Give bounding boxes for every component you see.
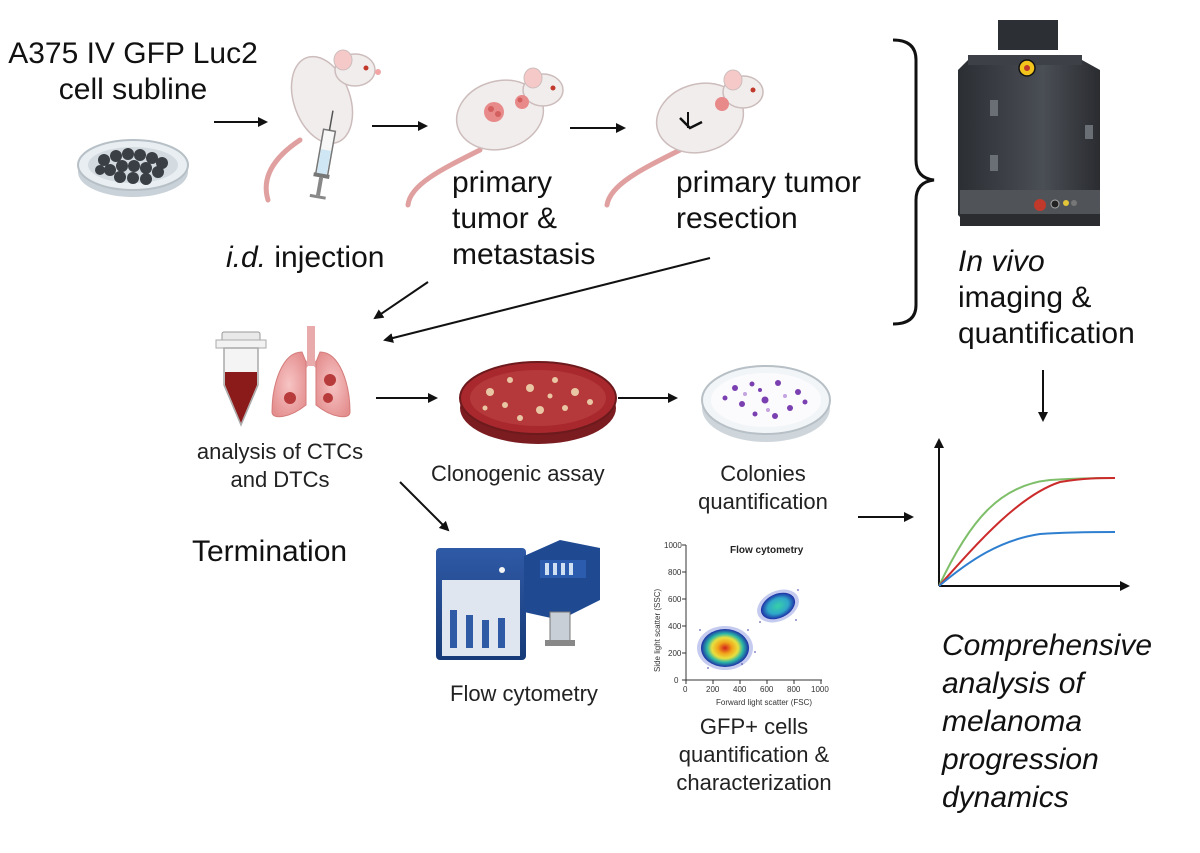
- xtick-label: 600: [760, 685, 774, 694]
- right-brace: [892, 38, 935, 326]
- cell-line-label: A375 IV GFP Luc2 cell subline: [2, 36, 264, 108]
- xtick-label: 800: [787, 685, 801, 694]
- flow-cytometry-plot: [682, 544, 822, 684]
- cell-line-line2: cell subline: [58, 73, 208, 106]
- colonies-line1: Colonies: [720, 461, 806, 486]
- lungs-icon: [271, 326, 351, 418]
- flow-plot-title: Flow cytometry: [730, 545, 804, 556]
- primary-tumor-label: primary tumor & metastasis: [452, 165, 595, 273]
- ytick-label: 0: [674, 676, 679, 685]
- injection-text: injection: [266, 241, 385, 274]
- ytick-label: 1000: [664, 541, 682, 550]
- resection-label: primary tumor resection: [676, 165, 861, 237]
- resection-line2: resection: [676, 202, 798, 235]
- injection-route: i.d.: [226, 241, 267, 274]
- comp-line2: analysis of: [942, 667, 1084, 700]
- clonogenic-plate-icon: [459, 361, 617, 444]
- invivo-line2: imaging &: [958, 281, 1092, 314]
- cell-line-line1: A375 IV GFP Luc2: [8, 37, 258, 70]
- xtick-label: 1000: [811, 685, 829, 694]
- primary-line2: tumor &: [452, 202, 558, 235]
- gfp-line2: quantification &: [678, 742, 830, 767]
- comp-line5: dynamics: [942, 781, 1069, 814]
- ytick-label: 600: [668, 595, 682, 604]
- ivis-imager-icon: [958, 20, 1100, 226]
- resection-line1: primary tumor: [676, 166, 862, 199]
- ctc-line1: analysis of CTCs: [196, 439, 364, 464]
- gfp-line1: GFP+ cells: [699, 714, 809, 739]
- progression-curves-chart: [934, 438, 1130, 591]
- clonogenic-label: Clonogenic assay: [431, 461, 605, 486]
- colonies-label: Colonies quantification: [668, 460, 858, 516]
- comp-line3: melanoma: [942, 705, 1083, 738]
- ctc-dtc-label: analysis of CTCs and DTCs: [182, 438, 378, 494]
- flow-plot-ylabel: Side light scatter (SSC): [653, 589, 662, 672]
- mouse-resection-icon: [604, 69, 764, 208]
- gfp-line3: characterization: [676, 770, 832, 795]
- primary-line3: metastasis: [452, 238, 596, 271]
- mouse-tumor-icon: [405, 67, 564, 208]
- arrow-ctc-to-flow: [399, 481, 450, 532]
- gfp-label: GFP+ cells quantification & characteriza…: [656, 713, 852, 797]
- termination-label: Termination: [192, 535, 348, 568]
- invivo-line1: In vivo: [958, 245, 1045, 278]
- ctc-line2: and DTCs: [230, 467, 330, 492]
- colonies-line2: quantification: [698, 489, 828, 514]
- primary-line1: primary: [452, 166, 553, 199]
- comp-line4: progression: [942, 743, 1099, 776]
- xtick-label: 0: [683, 685, 688, 694]
- xtick-label: 200: [706, 685, 720, 694]
- comprehensive-label: Comprehensive analysis of melanoma progr…: [942, 627, 1152, 817]
- colonies-plate-icon: [701, 365, 831, 442]
- xtick-label: 400: [733, 685, 747, 694]
- cell-culture-dish-icon: [77, 139, 189, 197]
- arrow-tumor-to-ctc: [373, 281, 429, 320]
- blood-tube-icon: [215, 331, 267, 427]
- in-vivo-imaging-label: In vivo imaging & quantification: [958, 244, 1135, 352]
- mouse-injection-icon: [263, 49, 381, 203]
- arrow-resection-to-ctc: [383, 257, 711, 343]
- flow-cytometer-icon: [436, 540, 600, 660]
- flow-plot-yticks: 0 200 400 600 800 1000: [664, 541, 682, 685]
- injection-label: i.d. injection: [226, 240, 384, 276]
- invivo-line3: quantification: [958, 317, 1135, 350]
- flow-plot-xlabel: Forward light scatter (FSC): [716, 698, 812, 707]
- ytick-label: 800: [668, 568, 682, 577]
- comp-line1: Comprehensive: [942, 629, 1153, 662]
- ytick-label: 400: [668, 622, 682, 631]
- flow-plot-xticks: 0 200 400 600 800 1000: [683, 685, 829, 694]
- flow-cytometry-label: Flow cytometry: [450, 681, 598, 706]
- ytick-label: 200: [668, 649, 682, 658]
